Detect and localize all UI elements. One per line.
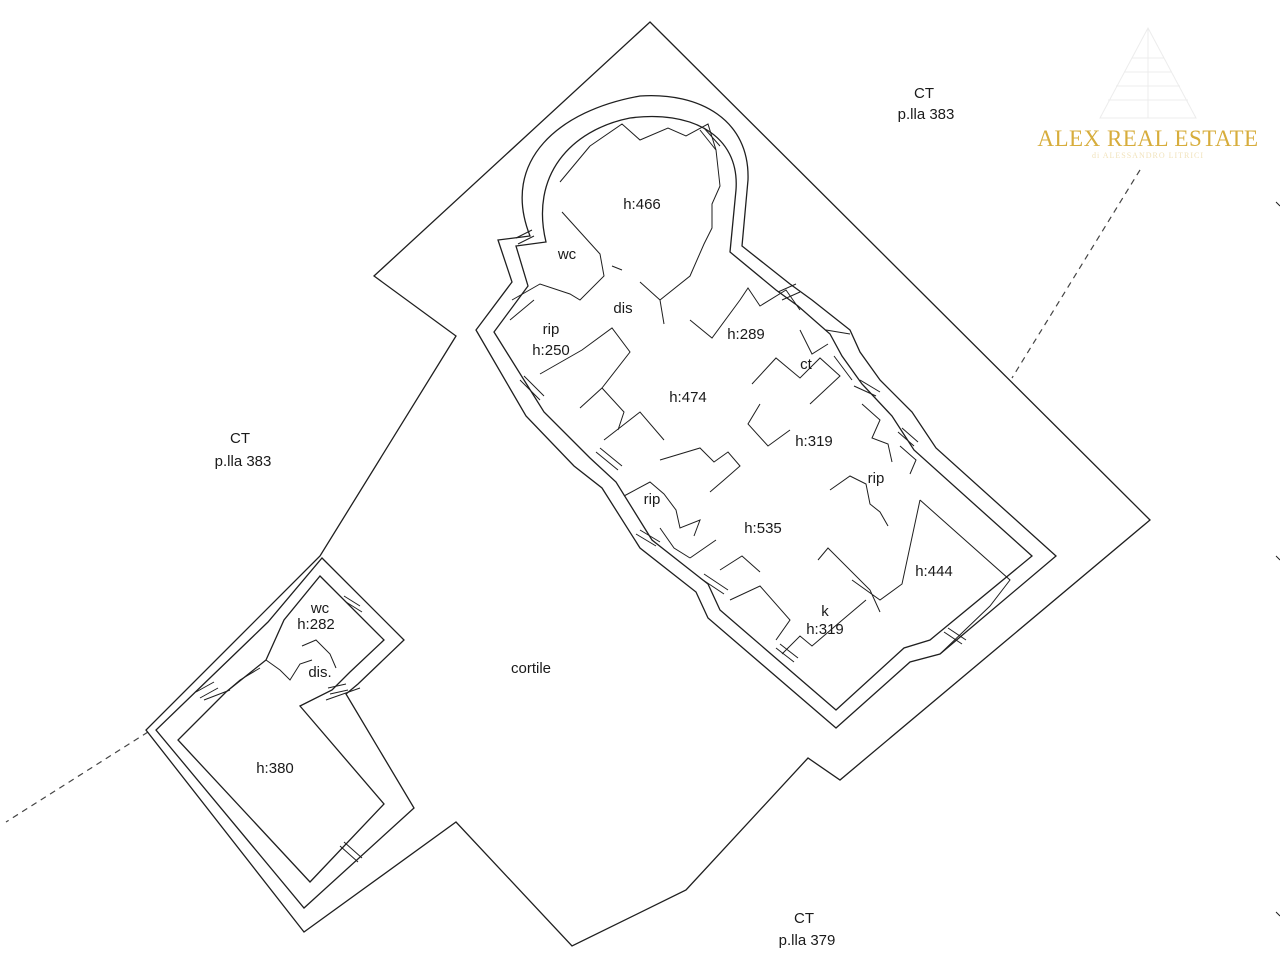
room-name-label: dis. [308, 664, 331, 681]
annex-outer-wall [155, 557, 415, 909]
edge-marks [1275, 201, 1280, 917]
room-name-label: k [821, 603, 829, 620]
pyramid-logo-icon [1099, 26, 1197, 119]
room-name-label: dis [613, 300, 632, 317]
door-marks [515, 127, 967, 663]
room-height-label: h:250 [532, 342, 570, 359]
boundary-dashed-line-right [1011, 169, 1141, 379]
parcel-number-label: p.lla 379 [779, 932, 836, 949]
main-building-inner-wall [493, 115, 1033, 711]
room-height-label: h:380 [256, 760, 294, 777]
main-building-outer-wall [475, 94, 1057, 729]
room-name-label: wc [310, 600, 330, 617]
room-name-label: rip [543, 321, 560, 338]
parcel-ct-label: CT [230, 430, 250, 447]
annex-partitions [203, 639, 361, 701]
room-height-label: h:444 [915, 563, 953, 580]
room-name-label: wc [557, 246, 577, 263]
room-height-label: h:535 [744, 520, 782, 537]
parcel-number-label: p.lla 383 [898, 106, 955, 123]
property-boundary [145, 21, 1151, 947]
room-name-label: rip [868, 470, 885, 487]
partition-walls [509, 123, 1011, 655]
parcel-number-label: p.lla 383 [215, 453, 272, 470]
logo-brand-text: ALEX REAL ESTATE [1037, 126, 1258, 151]
courtyard-label: cortile [511, 660, 551, 677]
room-name-label: ct [800, 356, 813, 373]
room-height-label: h:466 [623, 196, 661, 213]
room-height-label: h:319 [806, 621, 844, 638]
room-height-label: h:289 [727, 326, 765, 343]
parcel-ct-label: CT [794, 910, 814, 927]
room-height-label: h:282 [297, 616, 335, 633]
room-height-label: h:474 [669, 389, 707, 406]
annex-inner-wall [177, 575, 385, 883]
company-logo: ALEX REAL ESTATE di ALESSANDRO LITRICI [1037, 26, 1258, 160]
logo-tagline-text: di ALESSANDRO LITRICI [1092, 151, 1204, 160]
boundary-dashed-line-left [5, 731, 149, 823]
annex-door-marks [195, 595, 363, 863]
room-name-label: rip [644, 491, 661, 508]
room-height-label: h:319 [795, 433, 833, 450]
parcel-ct-label: CT [914, 85, 934, 102]
